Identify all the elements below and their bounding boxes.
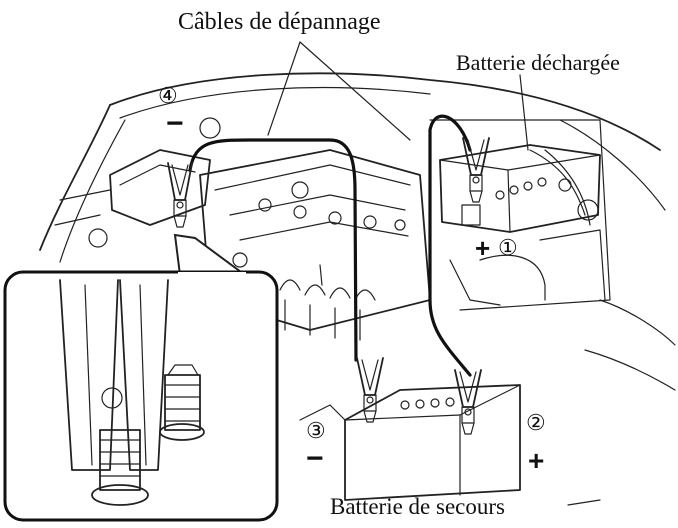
dead-battery — [439, 144, 601, 233]
booster-battery — [344, 384, 521, 501]
step-1-sign: + — [475, 233, 490, 263]
step-3-sign: − — [306, 442, 324, 475]
clamp-booster-positive — [454, 369, 482, 435]
step-3-number: ③ — [306, 418, 326, 443]
engine-bay-drawing — [39, 72, 676, 421]
step-4-number: ④ — [158, 83, 178, 108]
clamp-dead-battery-positive — [462, 137, 490, 203]
jumper-cables — [188, 114, 472, 377]
clamp-booster-negative — [356, 357, 384, 423]
cables-label: Câbles de dépannage — [178, 9, 381, 35]
clamp-engine-ground — [167, 162, 193, 228]
step-1-number: ① — [498, 235, 518, 260]
dead-battery-label: Batterie déchargée — [456, 50, 620, 75]
leader-lines — [267, 41, 601, 506]
zoom-callout — [3, 233, 279, 522]
step-2-number: ② — [526, 410, 546, 435]
step-4-sign: − — [166, 107, 184, 140]
step-2-sign: + — [528, 445, 544, 476]
booster-battery-label: Batterie de secours — [330, 494, 505, 519]
